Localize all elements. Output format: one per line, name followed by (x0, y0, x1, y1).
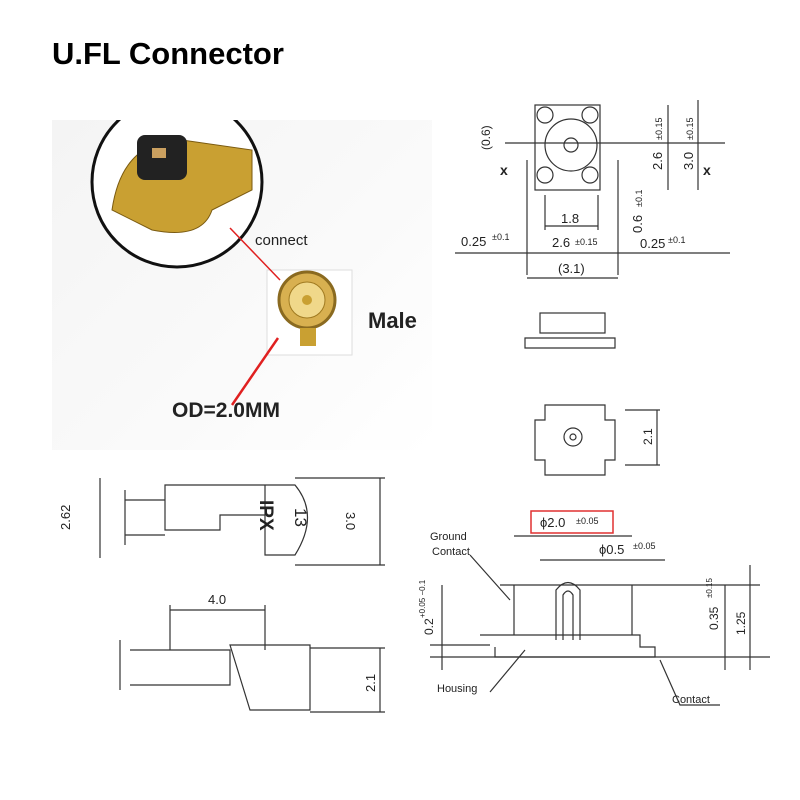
dim-2-62: 2.62 (58, 505, 73, 530)
dim-1-8: 1.8 (561, 211, 579, 226)
dim-1-25: 1.25 (734, 611, 748, 635)
bottom-view-drawing (534, 404, 660, 476)
tol-0-6: ±0.1 (634, 190, 644, 207)
dim-0-25-left: 0.25 (461, 234, 486, 249)
plug-top-drawing (99, 477, 385, 566)
dim-2-6-horizontal: 2.6 (552, 235, 570, 250)
dim-phi-2-0: ϕ2.0 (540, 515, 565, 530)
male-label: Male (368, 308, 417, 333)
dim-0-6: 0.6 (630, 215, 645, 233)
dim-3-0-plug: 3.0 (343, 512, 358, 530)
ipx-marking: IPX (255, 500, 276, 531)
dim-0-25-right: 0.25 (640, 236, 665, 251)
tol-3-0-vertical: ±0.15 (685, 118, 695, 140)
connect-label: connect (255, 232, 308, 249)
connect-arrow (229, 227, 281, 281)
dim-3-1: (3.1) (558, 261, 585, 276)
product-photo: connect Male OD=2.0MM (52, 120, 432, 450)
dim-2-1-bottom: 2.1 (641, 428, 655, 445)
od-label: OD=2.0MM (172, 399, 280, 422)
tol-0-2: +0.05 −0.1 (418, 579, 427, 618)
label-ground-contact: Contact (432, 546, 470, 558)
dim-2-1-plug: 2.1 (363, 674, 378, 692)
dim-0-2: 0.2 (422, 618, 436, 635)
dim-4-0: 4.0 (208, 592, 226, 607)
tol-0-25-right: ±0.1 (668, 235, 685, 245)
highlight-box (530, 510, 614, 534)
page-title: U.FL Connector (52, 36, 284, 71)
tol-2-6-vertical: ±0.15 (654, 118, 664, 140)
tol-2-6-horizontal: ±0.15 (575, 237, 597, 247)
od-arrow (230, 337, 280, 406)
tol-0-25-left: ±0.1 (492, 232, 509, 242)
dim-0-35: 0.35 (707, 606, 721, 630)
top-view-drawing (455, 100, 730, 279)
dim-0-6-paren: (0.6) (479, 125, 493, 150)
section-x-right: x (703, 162, 711, 178)
section-drawing (430, 535, 770, 706)
ipx-marking-number: 13 (291, 508, 310, 527)
label-contact: Contact (672, 694, 710, 706)
plug-side-drawing (119, 605, 385, 713)
dim-3-0-vertical: 3.0 (681, 152, 696, 170)
tol-0-35: ±0.15 (705, 577, 714, 598)
section-x-left: x (500, 162, 508, 178)
connector-photo-art: connect Male OD=2.0MM (90, 120, 417, 422)
dim-2-6-vertical: 2.6 (650, 152, 665, 170)
label-ground: Ground (430, 531, 467, 543)
tol-phi-2-0: ±0.05 (576, 516, 598, 526)
side-view-drawing (524, 312, 616, 349)
tol-phi-0-5: ±0.05 (633, 541, 655, 551)
label-housing: Housing (437, 683, 477, 695)
dim-phi-0-5: ϕ0.5 (599, 542, 624, 557)
